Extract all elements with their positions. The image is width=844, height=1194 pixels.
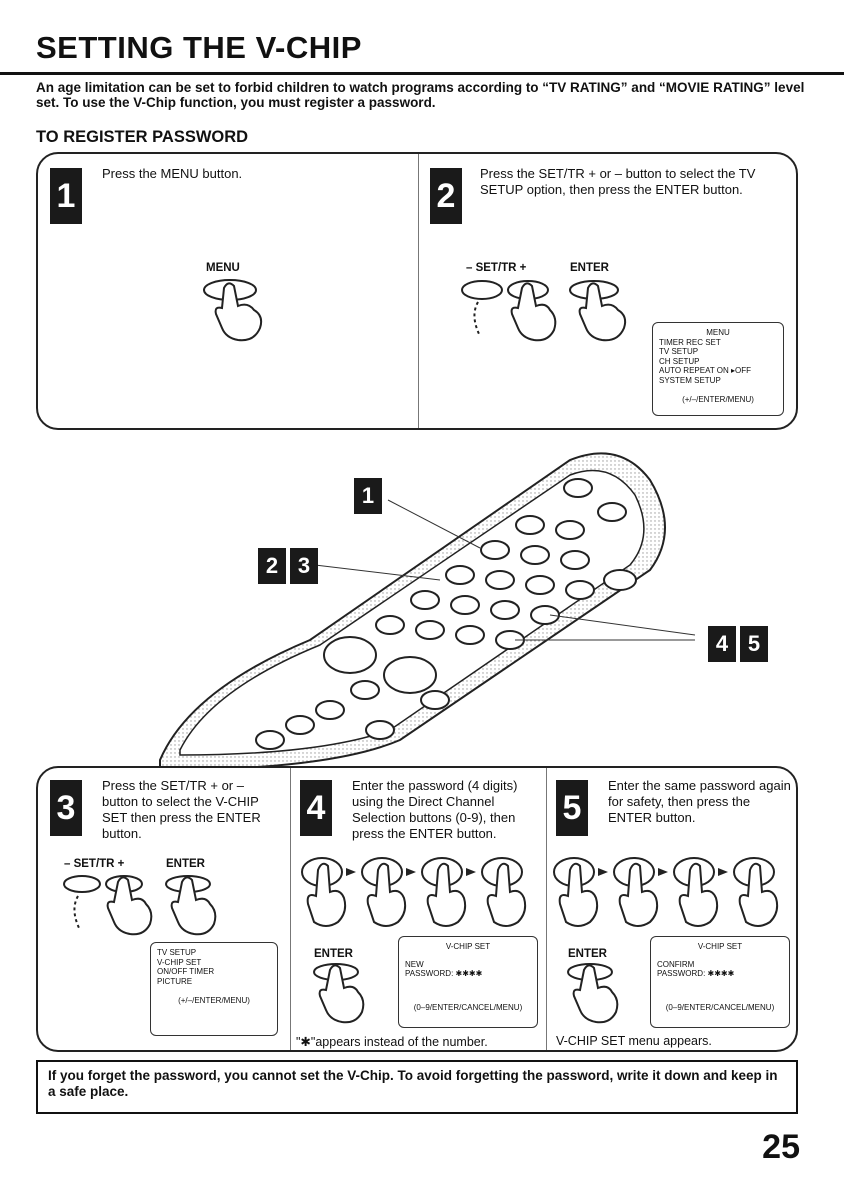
step-3-number: 3 xyxy=(50,780,82,836)
callout-lines xyxy=(314,499,696,641)
finger-press-icon xyxy=(203,279,263,342)
page-title: SETTING THE V-CHIP xyxy=(36,30,362,65)
osd-menu-item: TIMER REC SET xyxy=(659,337,721,347)
set-tr-button-label: – SET/TR + xyxy=(64,858,125,870)
title-rule xyxy=(0,72,844,75)
osd-confirm-password: V-CHIP SET CONFIRM PASSWORD: ✱✱✱✱ (0–9/E… xyxy=(650,936,790,1028)
osd-footer: (0–9/ENTER/CANCEL/MENU) xyxy=(413,1002,523,1012)
osd-title: V-CHIP SET xyxy=(697,942,743,951)
remote-callout-2: 2 xyxy=(258,548,286,584)
remote-callout-4: 4 xyxy=(708,626,736,662)
osd-line: NEW xyxy=(405,959,424,969)
intro-text: An age limitation can be set to forbid c… xyxy=(36,80,805,110)
finger-press-icon xyxy=(567,963,619,1024)
osd-footer: (0–9/ENTER/CANCEL/MENU) xyxy=(665,1002,775,1012)
menu-button-label: MENU xyxy=(206,262,240,274)
enter-button-label: ENTER xyxy=(570,262,609,274)
step-2-text: Press the SET/TR + or – button to select… xyxy=(480,166,756,197)
finger-press-sequence-icon xyxy=(553,857,779,927)
osd-menu-item: CH SETUP xyxy=(659,356,700,366)
remote-callout-5: 5 xyxy=(740,626,768,662)
enter-button-label: ENTER xyxy=(568,948,607,960)
osd-menu-item: TV SETUP xyxy=(157,948,197,957)
osd-menu-title: MENU xyxy=(706,328,730,337)
panel-divider xyxy=(546,768,547,1050)
steps-1-2-panel: 1 Press the MENU button. MENU 2 Press th… xyxy=(36,152,798,430)
step-1-text: Press the MENU button. xyxy=(102,166,243,181)
section-heading: TO REGISTER PASSWORD xyxy=(36,128,249,146)
warning-note: If you forget the password, you cannot s… xyxy=(36,1060,798,1114)
osd-menu-footer: (+/–/ENTER/MENU) xyxy=(178,996,250,1005)
enter-button-label: ENTER xyxy=(314,948,353,960)
osd-menu-item: PICTURE xyxy=(157,976,193,986)
osd-password-field: PASSWORD: ✱✱✱✱ xyxy=(405,969,483,978)
osd-password-field: PASSWORD: ✱✱✱✱ xyxy=(657,969,735,978)
step-2-number: 2 xyxy=(430,168,462,224)
osd-menu-item: ON/OFF TIMER xyxy=(157,967,215,976)
osd-menu-item: TV SETUP xyxy=(659,347,699,356)
remote-control-illustration xyxy=(159,452,696,770)
osd-new-password: V-CHIP SET NEW PASSWORD: ✱✱✱✱ (0–9/ENTER… xyxy=(398,936,538,1028)
panel-divider xyxy=(418,154,419,428)
step-5-number: 5 xyxy=(556,780,588,836)
osd-main-menu: MENU TIMER REC SET TV SETUP CH SETUP AUT… xyxy=(652,322,784,416)
step-5-caption: V-CHIP SET menu appears. xyxy=(556,1034,712,1048)
finger-press-icon xyxy=(63,875,153,936)
step-5-text: Enter the same password again for safety… xyxy=(608,778,791,825)
finger-press-icon xyxy=(313,963,365,1024)
step-4-number: 4 xyxy=(300,780,332,836)
osd-menu-footer: (+/–/ENTER/MENU) xyxy=(682,395,754,404)
remote-button-group xyxy=(255,478,637,750)
osd-title: V-CHIP SET xyxy=(445,942,491,951)
panel-divider xyxy=(290,768,291,1050)
osd-line: CONFIRM xyxy=(657,959,695,969)
step-1-number: 1 xyxy=(50,168,82,224)
osd-tv-setup-menu: TV SETUP V-CHIP SET ON/OFF TIMER PICTURE… xyxy=(150,942,278,1036)
finger-press-sequence-icon xyxy=(301,857,527,927)
osd-menu-item: V-CHIP SET xyxy=(157,957,202,967)
page-number: 25 xyxy=(762,1128,800,1166)
remote-callout-1: 1 xyxy=(354,478,382,514)
step-4-text: Enter the password (4 digits) using the … xyxy=(352,778,518,841)
finger-press-icon xyxy=(165,875,217,936)
enter-button-label: ENTER xyxy=(166,858,205,870)
step-3-text: Press the SET/TR + or – button to select… xyxy=(102,778,261,841)
set-tr-button-label: – SET/TR + xyxy=(466,262,527,274)
osd-menu-item: AUTO REPEAT ON ▸OFF xyxy=(659,366,752,375)
steps-3-5-panel: 3 Press the SET/TR + or – button to sele… xyxy=(36,766,798,1052)
step-4-caption: "✱"appears instead of the number. xyxy=(296,1035,488,1049)
osd-menu-item: SYSTEM SETUP xyxy=(659,375,721,385)
finger-press-icon xyxy=(461,280,557,342)
remote-callout-3: 3 xyxy=(290,548,318,584)
finger-press-icon xyxy=(569,280,627,342)
